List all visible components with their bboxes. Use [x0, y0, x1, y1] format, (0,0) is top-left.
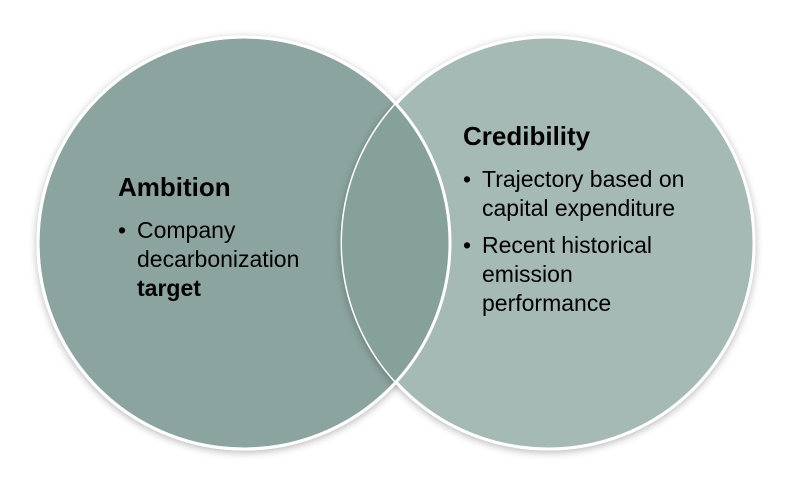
ambition-panel: Ambition • Company decarbonization targe…	[118, 172, 343, 311]
ambition-bullet-emphasis: target	[137, 275, 201, 301]
bullet-dot: •	[118, 217, 127, 243]
credibility-bullets: • Trajectory based on capital expenditur…	[463, 165, 698, 318]
ambition-bullets: • Company decarbonization target	[118, 216, 343, 303]
credibility-panel: Credibility • Trajectory based on capita…	[463, 121, 698, 326]
bullet-dot: •	[463, 166, 472, 192]
credibility-bullet-1: • Trajectory based on capital expenditur…	[463, 165, 698, 223]
ambition-title: Ambition	[118, 172, 231, 202]
credibility-bullet-text: Trajectory based on capital expenditure	[482, 166, 685, 221]
credibility-bullet-text: Recent historical emission performance	[482, 232, 653, 316]
ambition-bullet-text: Company decarbonization	[137, 217, 300, 272]
bullet-dot: •	[463, 232, 472, 258]
ambition-circle-outline	[36, 35, 452, 451]
credibility-title: Credibility	[463, 121, 591, 151]
credibility-bullet-2: • Recent historical emission performance	[463, 231, 698, 318]
ambition-bullet: • Company decarbonization target	[118, 216, 343, 303]
